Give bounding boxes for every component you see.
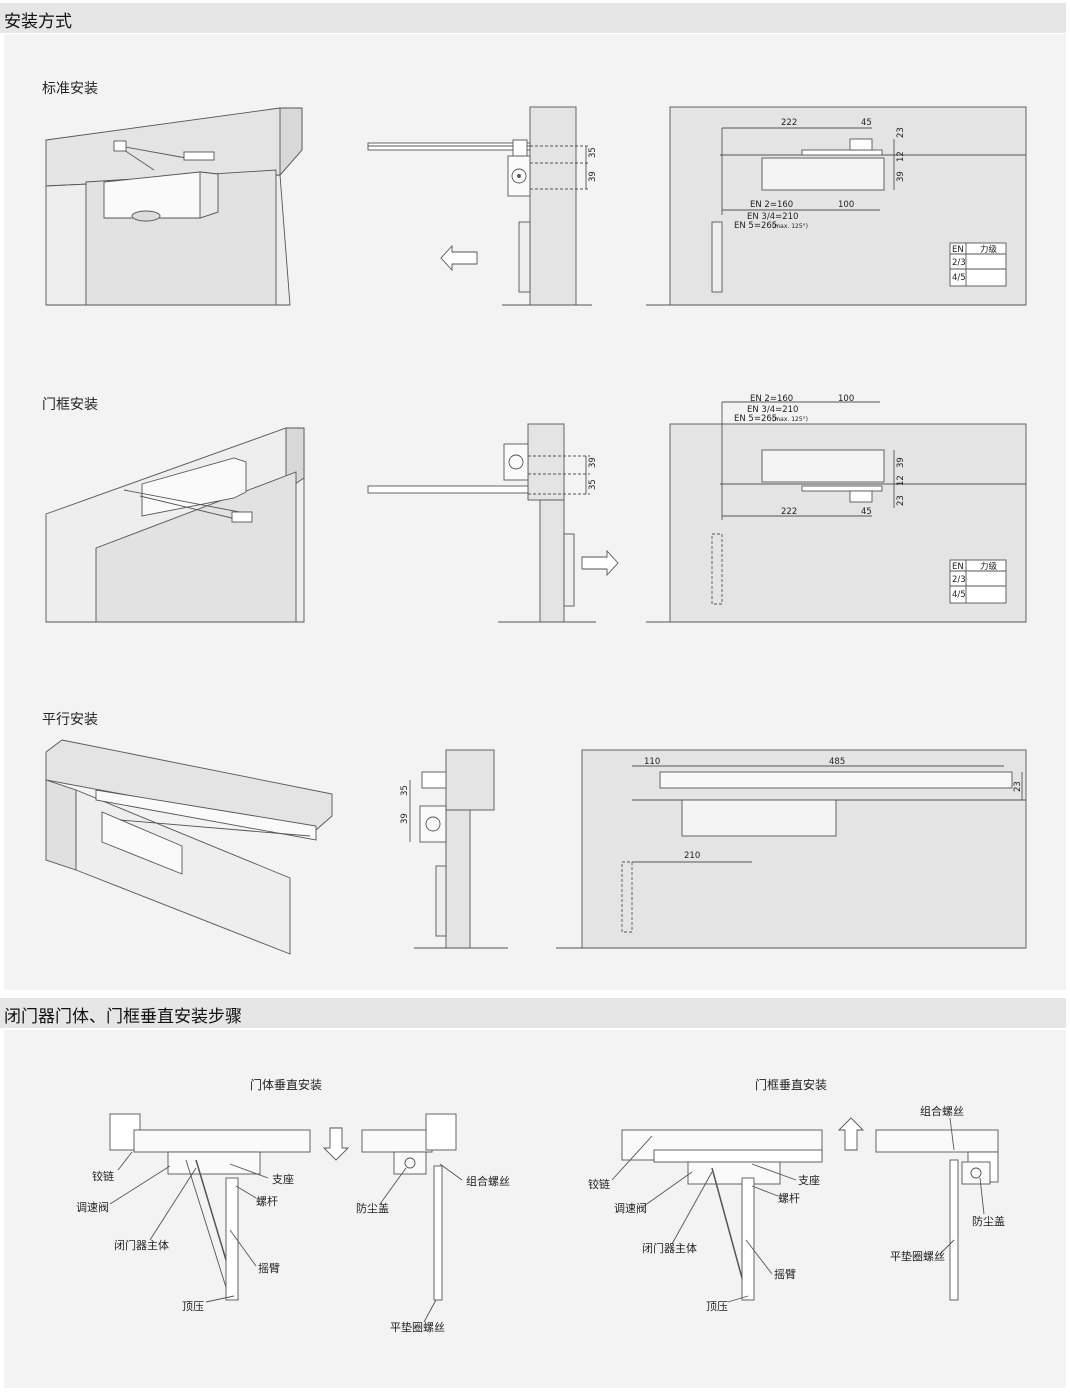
frame-perspective-illustration [45,427,305,623]
leader-lines [109,1117,985,1323]
dim-23-r3: 23 [1013,781,1023,792]
label-dust-door: 防尘盖 [356,1201,389,1215]
parallel-side-view [409,749,508,949]
dim-39-r2: 39 [588,457,598,468]
label-hinge-frame: 铰链 [588,1177,610,1191]
vertical-panel [4,1030,1066,1388]
section-title-install: 安装方式 [4,12,72,32]
label-dust-frame: 防尘盖 [972,1214,1005,1228]
label-screw-frame: 螺杆 [778,1191,800,1205]
parallel-front-view [556,749,1027,949]
section-header-install: 安装方式 [0,3,1066,33]
dim-35-r3: 35 [400,785,410,796]
label-arm-door: 摇臂 [258,1261,280,1275]
dim-23-r2: 23 [896,495,906,506]
frame-vertical-left-view [621,1117,865,1301]
en5-r1: EN 5=265 [734,221,777,231]
dim-110-r3: 110 [644,757,660,767]
table-row1-r1: 2/3 [952,258,966,268]
standard-perspective-illustration [45,107,303,306]
dim-45-r2: 45 [861,507,872,517]
section-title-vertical: 闭门器门体、门框垂直安装步骤 [4,1007,242,1027]
dim-485-r3: 485 [829,757,845,767]
label-washer-frame: 平垫圈螺丝 [890,1249,945,1263]
label-hinge-door: 铰链 [92,1169,114,1183]
dim-12-r1: 12 [896,151,906,162]
label-combo-frame: 组合螺丝 [920,1104,964,1118]
frame-vertical-title: 门框垂直安装 [755,1077,827,1092]
dim-35-r1: 35 [588,147,598,158]
dim-210-r3: 210 [684,851,700,861]
dim-39b-r2: 39 [896,457,906,468]
standard-front-view [646,106,1027,306]
dim-39-r1: 39 [588,171,598,182]
door-vertical-title: 门体垂直安装 [250,1077,322,1092]
frame-front-view [646,401,1027,623]
table-force-r1: 力级 [980,244,998,255]
frame-vertical-right-view [875,1129,999,1301]
en5-r2: EN 5=265 [734,414,777,424]
table-en-r2: EN [952,562,964,572]
max-r1: (max. 125°) [772,223,808,230]
max-r2: (max. 125°) [772,416,808,423]
parallel-perspective-illustration [45,739,333,955]
standard-side-view [367,106,592,306]
dim-45-r1: 45 [861,118,872,128]
en34-r2: EN 3/4=210 [747,405,798,415]
frame-side-view [367,423,619,623]
label-washer-door: 平垫圈螺丝 [390,1320,445,1334]
table-row1-r2: 2/3 [952,575,966,585]
table-en-r1: EN [952,245,964,255]
label-screw-door: 螺杆 [256,1194,278,1208]
table-row2-r2: 4/5 [952,590,966,600]
en2-r1: EN 2=160 [750,200,793,210]
dim-222-r2: 222 [781,507,797,517]
dim-100-r1: 100 [838,200,854,210]
dim-12-r2: 12 [896,475,906,486]
label-support-door: 支座 [272,1172,294,1186]
label-valve-frame: 调速阀 [614,1201,647,1215]
label-top-frame: 顶压 [706,1300,728,1313]
en34-r1: EN 3/4=210 [747,212,798,222]
label-body-door: 闭门器主体 [114,1238,169,1252]
label-support-frame: 支座 [798,1173,820,1187]
dim-23-r1: 23 [896,127,906,138]
label-arm-frame: 摇臂 [774,1267,796,1281]
dim-222-r1: 222 [781,118,797,128]
door-vertical-right-view [361,1113,457,1301]
dim-39b-r1: 39 [896,171,906,182]
en2-r2: EN 2=160 [750,394,793,404]
label-valve-door: 调速阀 [76,1200,109,1214]
label-top-door: 顶压 [182,1300,204,1313]
row-title-frame: 门框安装 [42,397,98,413]
dim-39-r3: 39 [400,813,410,824]
label-combo-door: 组合螺丝 [466,1174,510,1188]
dim-35-r2: 35 [588,479,598,490]
row-title-standard: 标准安装 [42,81,98,97]
row-title-parallel: 平行安装 [42,712,98,728]
dim-100-r2: 100 [838,394,854,404]
door-vertical-left-view [109,1113,350,1301]
section-header-vertical: 闭门器门体、门框垂直安装步骤 [0,998,1066,1028]
table-row2-r1: 4/5 [952,273,966,283]
label-body-frame: 闭门器主体 [642,1241,697,1255]
table-force-r2: 力级 [980,561,998,572]
